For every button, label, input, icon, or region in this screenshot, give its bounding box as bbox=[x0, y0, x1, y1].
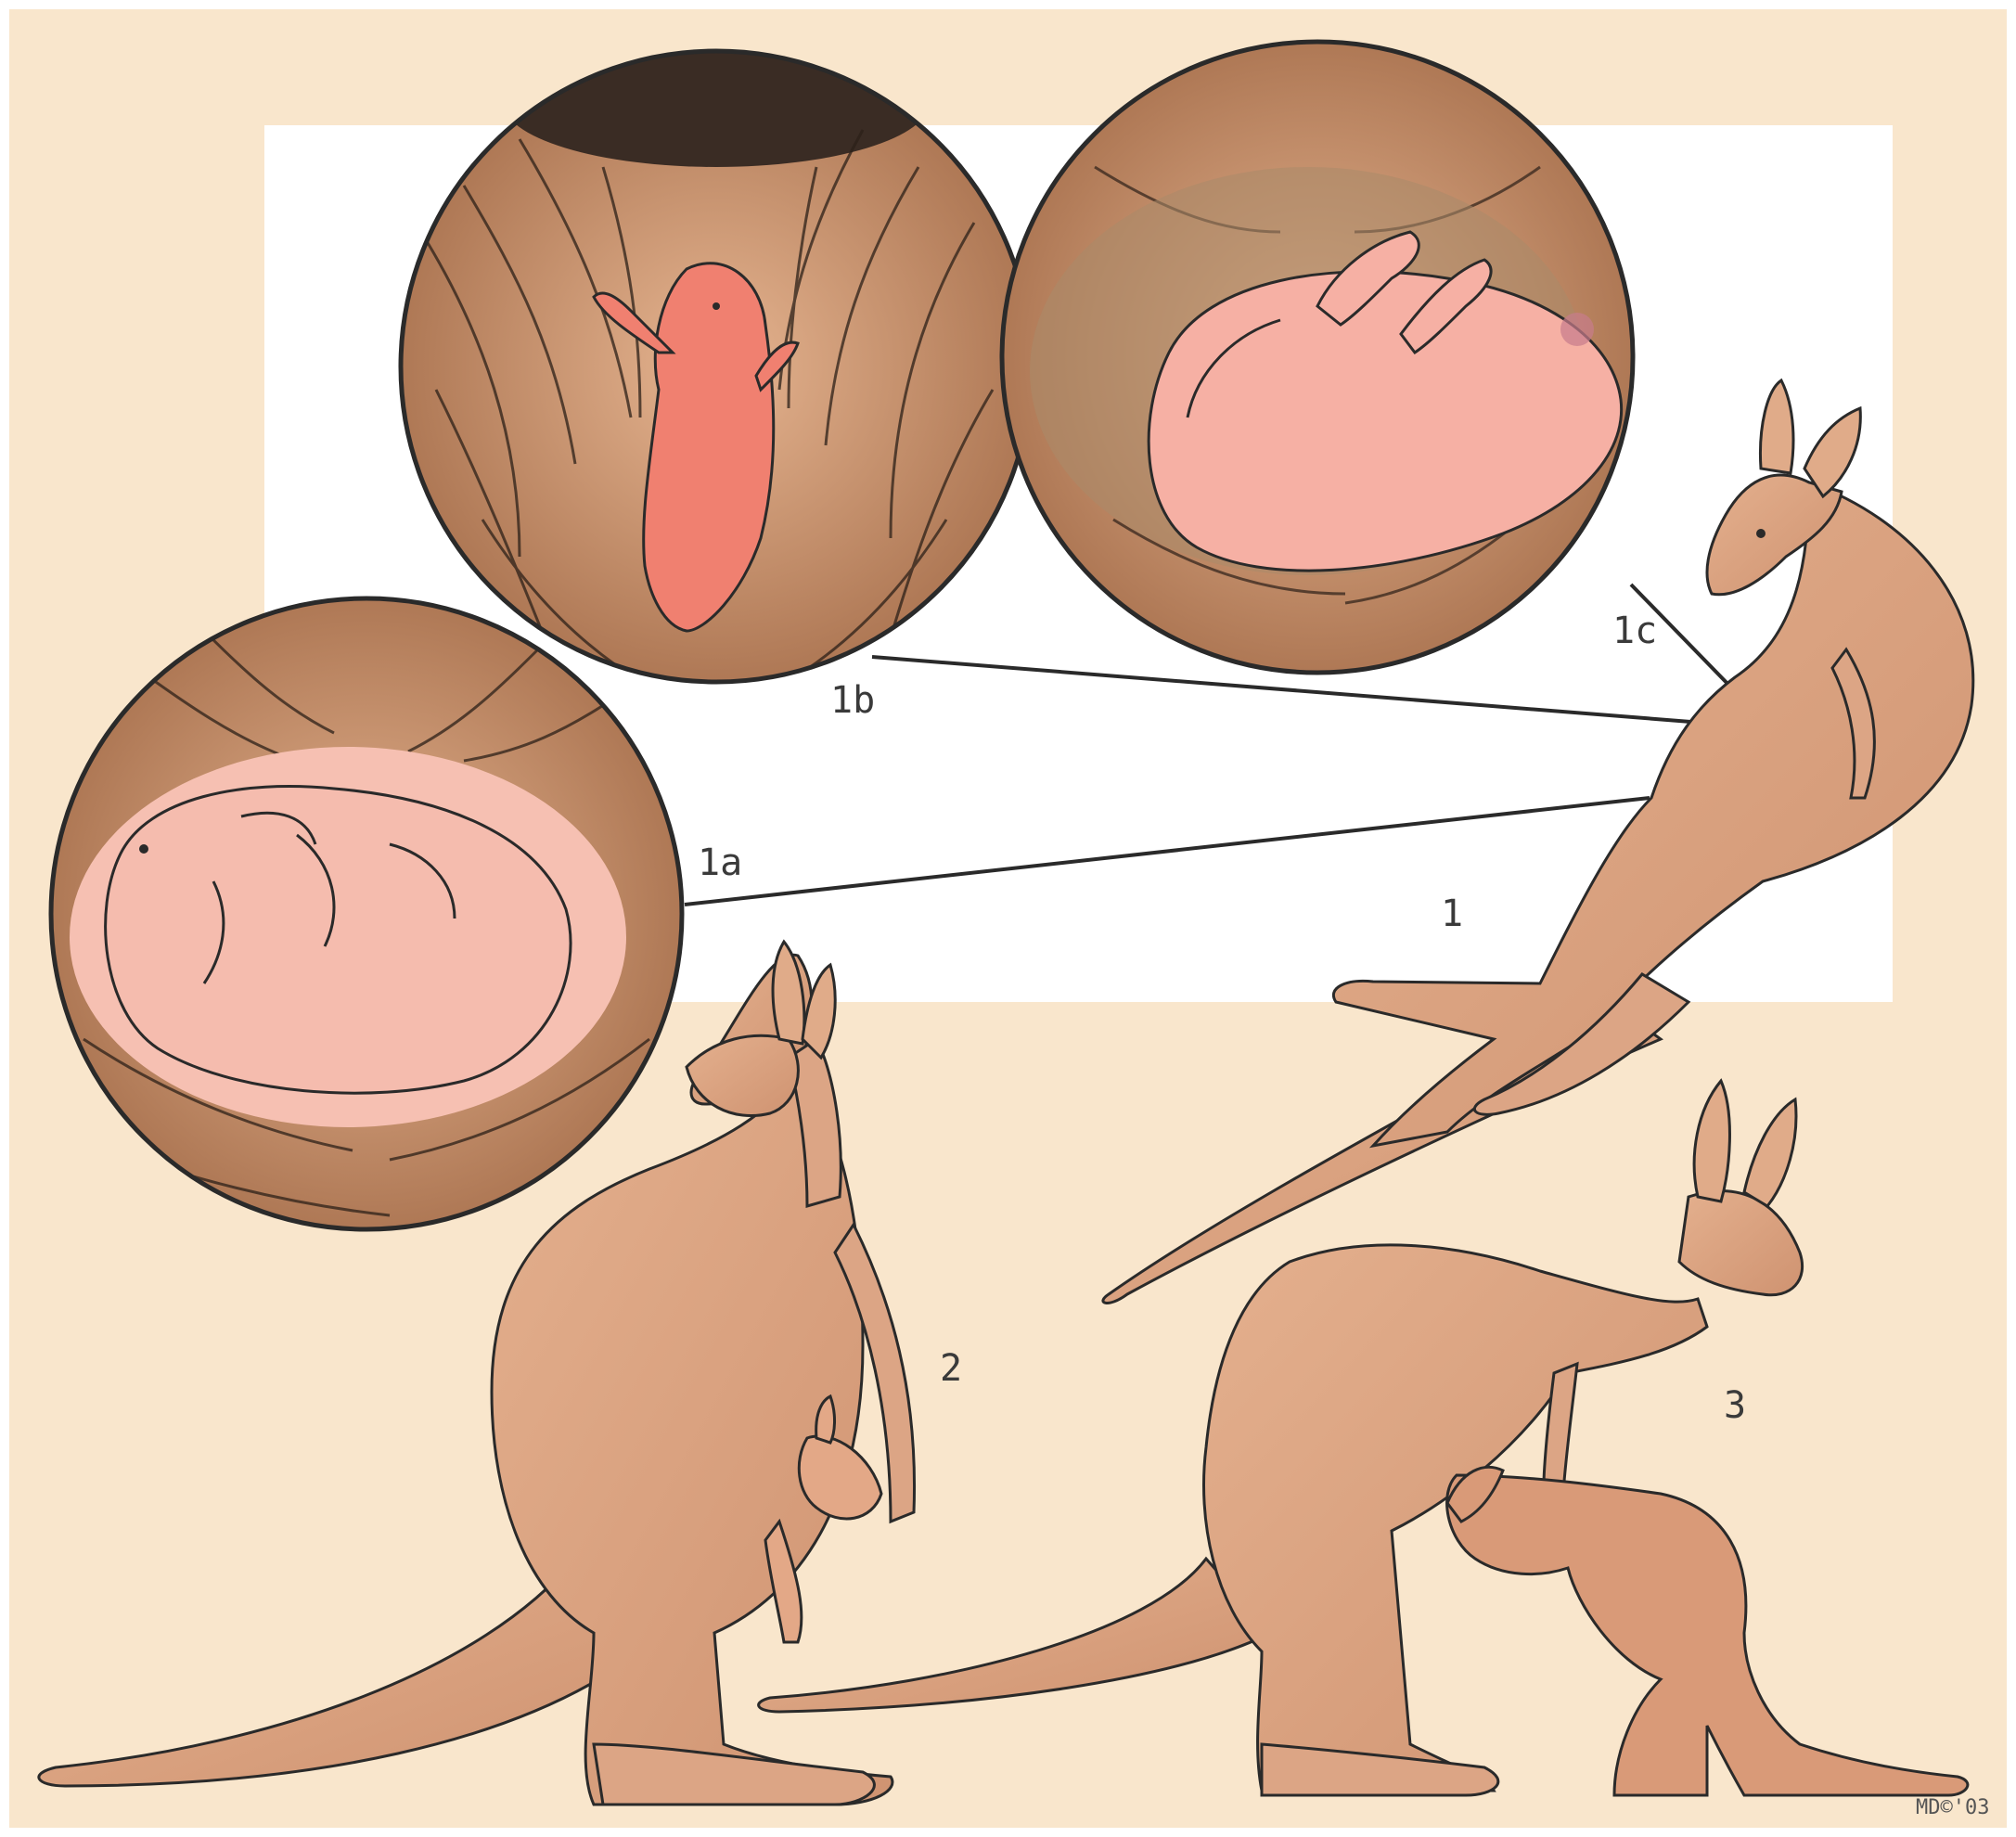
artist-signature: MD©'03 bbox=[1916, 1796, 1989, 1819]
label-3: 3 bbox=[1724, 1387, 1746, 1424]
label-1: 1 bbox=[1441, 895, 1463, 932]
signature-text: MD©'03 bbox=[1916, 1796, 1989, 1819]
label-1b: 1b bbox=[830, 682, 875, 719]
label-1a: 1a bbox=[698, 844, 742, 881]
circle-1a-magnifier bbox=[51, 598, 682, 1229]
circle-1c-magnifier bbox=[1002, 42, 1633, 673]
label-1c: 1c bbox=[1612, 612, 1657, 649]
label-2: 2 bbox=[940, 1350, 962, 1387]
